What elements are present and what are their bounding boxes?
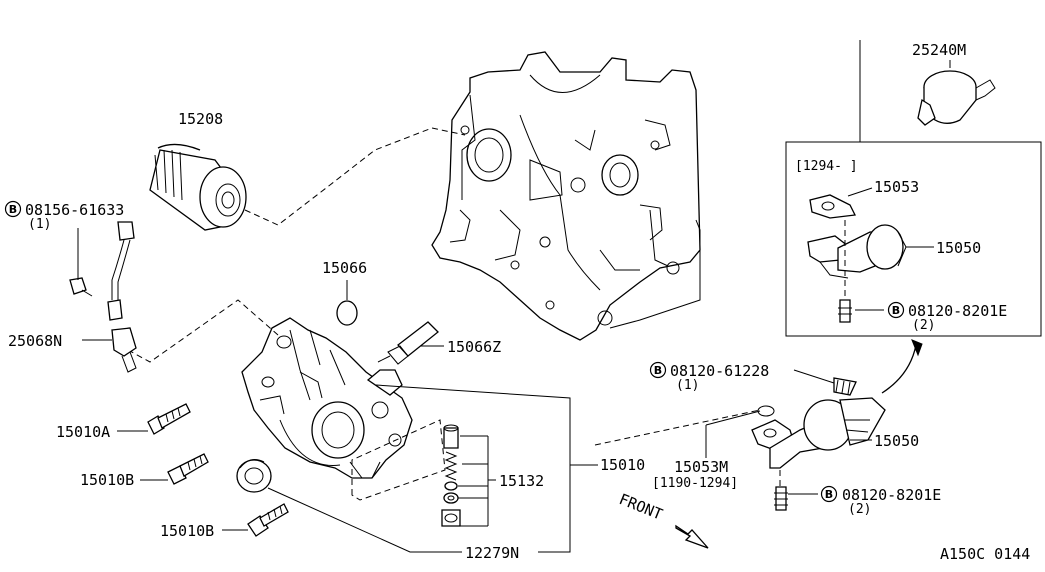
label-15050-upper: 15050 <box>936 239 981 257</box>
bolt-15010a-drawing <box>147 403 191 435</box>
oil-pump-drawing <box>241 317 413 479</box>
svg-text:B: B <box>654 364 662 377</box>
badge-b-08120-8201e-upper: B <box>887 301 905 319</box>
label-08120-8201e-upper-qty: (2) <box>912 318 935 333</box>
sensor-to-pump-dashed-line <box>127 299 279 363</box>
svg-text:B: B <box>892 304 900 317</box>
svg-text:B: B <box>825 488 833 501</box>
label-25068n: 25068N <box>8 332 62 350</box>
label-15066z: 15066Z <box>447 338 501 356</box>
label-08120-61228: 08120-61228 <box>670 362 769 380</box>
leader-12279n <box>267 487 462 553</box>
relief-valve-parts-drawing <box>351 419 461 527</box>
seal-12279n-drawing <box>236 459 272 493</box>
label-front: FRONT <box>617 490 666 524</box>
engine-block-drawing <box>431 51 701 341</box>
label-15010b-lower: 15010B <box>160 522 214 540</box>
filter-to-block-dashed-line <box>244 127 466 226</box>
label-15053: 15053 <box>874 178 919 196</box>
label-15053m-range: [1190-1294] <box>652 476 738 491</box>
leader-15053m-b <box>705 410 761 426</box>
badge-b-08120-61228: B <box>649 361 667 379</box>
label-08156-qty: (1) <box>28 217 51 232</box>
label-15053m: 15053M <box>674 458 728 476</box>
label-15066: 15066 <box>322 259 367 277</box>
oil-filter-drawing <box>149 143 247 231</box>
label-inset-range: [1294- ] <box>795 159 858 174</box>
svg-text:B: B <box>9 203 17 216</box>
label-15208: 15208 <box>178 110 223 128</box>
label-15010a: 15010A <box>56 423 110 441</box>
variant-inset-box <box>785 141 1042 337</box>
leader-15010-bracket <box>375 384 598 553</box>
bolt-15010b-lower-drawing <box>247 503 289 537</box>
leader-15132-bracket <box>458 435 496 527</box>
label-08120-61228-qty: (1) <box>676 378 699 393</box>
front-arrow <box>675 524 709 549</box>
label-15010: 15010 <box>600 456 645 474</box>
badge-b-08156: B <box>4 200 22 218</box>
badge-b-08120-8201e-lower: B <box>820 485 838 503</box>
label-08120-8201e-lower-qty: (2) <box>848 502 871 517</box>
plug-15066-drawing <box>336 300 358 326</box>
lower-strainer-drawing <box>751 377 886 511</box>
pressure-sender-drawing <box>377 321 439 365</box>
label-15010b-upper: 15010B <box>80 471 134 489</box>
label-25240m: 25240M <box>912 41 966 59</box>
label-08120-8201e-lower: 08120-8201E <box>842 486 941 504</box>
bolt-08156-drawing <box>69 277 93 297</box>
label-08156-61633: 08156-61633 <box>25 201 124 219</box>
leader-15053 <box>847 187 873 197</box>
sensor-harness-drawing <box>107 221 137 373</box>
inset-strainer-drawing <box>807 194 907 323</box>
label-08120-8201e-upper: 08120-8201E <box>908 302 1007 320</box>
pump-to-strainer-dashed-line <box>594 409 761 446</box>
oil-pressure-switch-drawing <box>917 70 996 126</box>
variant-arrow <box>881 344 917 394</box>
label-15050-lower: 15050 <box>874 432 919 450</box>
leader-08120-61228 <box>793 369 835 384</box>
label-12279n: 12279N <box>465 544 519 562</box>
label-reference-code: A150C 0144 <box>940 545 1030 563</box>
label-15132: 15132 <box>499 472 544 490</box>
bolt-15010b-upper-drawing <box>167 453 209 485</box>
